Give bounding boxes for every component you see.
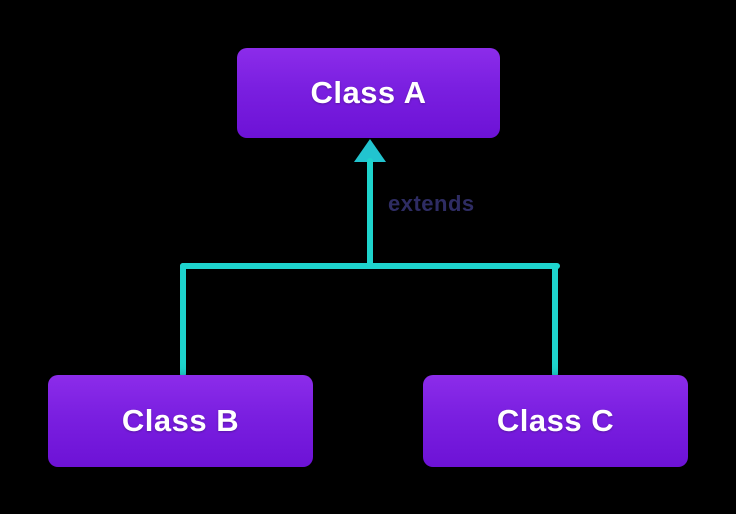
class-c-node: Class C bbox=[423, 375, 688, 467]
extends-edge-label: extends bbox=[388, 191, 475, 216]
connector-horizontal-line bbox=[180, 263, 560, 269]
class-a-label: Class A bbox=[310, 75, 427, 110]
class-b-node: Class B bbox=[48, 375, 313, 467]
class-b-label: Class B bbox=[121, 403, 240, 438]
class-c-label: Class C bbox=[496, 403, 615, 438]
connector-branch-to-class-c bbox=[552, 263, 558, 377]
class-a-node: Class A bbox=[237, 48, 500, 138]
connector-branch-to-class-b bbox=[180, 263, 186, 377]
inheritance-arrow-shaft bbox=[367, 158, 373, 268]
inheritance-arrowhead-icon bbox=[354, 139, 386, 162]
